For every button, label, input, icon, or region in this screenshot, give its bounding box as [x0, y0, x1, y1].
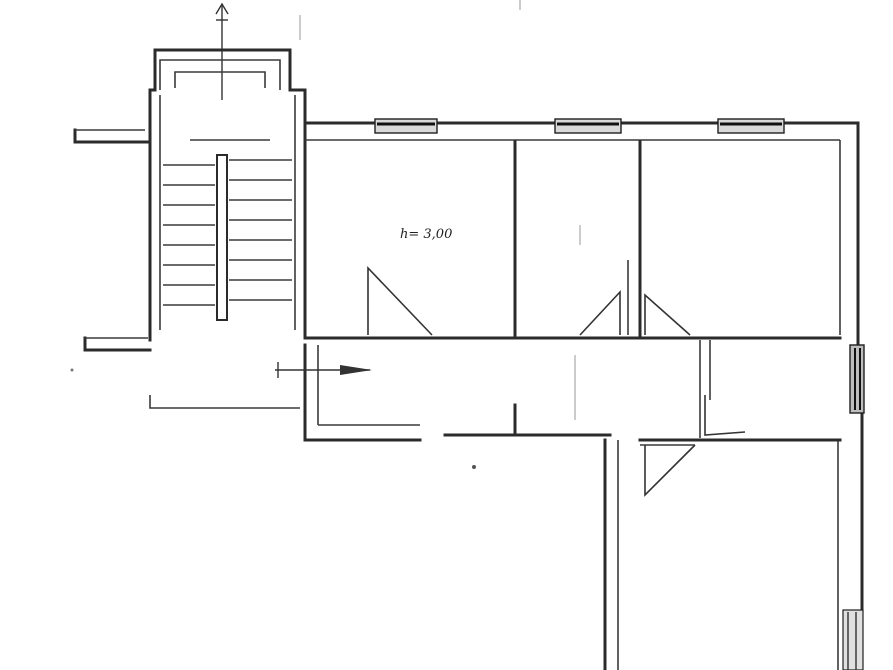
room-height-note: h= 3,00 — [400, 227, 452, 242]
entrance-arrow — [275, 362, 372, 378]
doors — [367, 266, 746, 497]
construction-marks — [70, 0, 581, 469]
stair-treads-left — [163, 164, 215, 306]
door-room-2 — [579, 289, 621, 336]
door-room-1 — [367, 266, 433, 336]
door-bath — [704, 395, 746, 436]
door-room-3 — [644, 293, 691, 336]
apartment-walls — [303, 121, 864, 670]
window-1 — [374, 118, 438, 134]
dot-mark — [472, 465, 476, 469]
windows-top — [374, 118, 785, 134]
window-2 — [554, 118, 622, 134]
window-3 — [717, 118, 785, 134]
window-right-lower — [842, 609, 864, 670]
stairwell — [73, 48, 307, 409]
window-right — [849, 344, 865, 414]
door-lower — [644, 444, 696, 497]
stair-treads-right — [229, 159, 292, 301]
direction-arrow-top — [215, 2, 229, 100]
